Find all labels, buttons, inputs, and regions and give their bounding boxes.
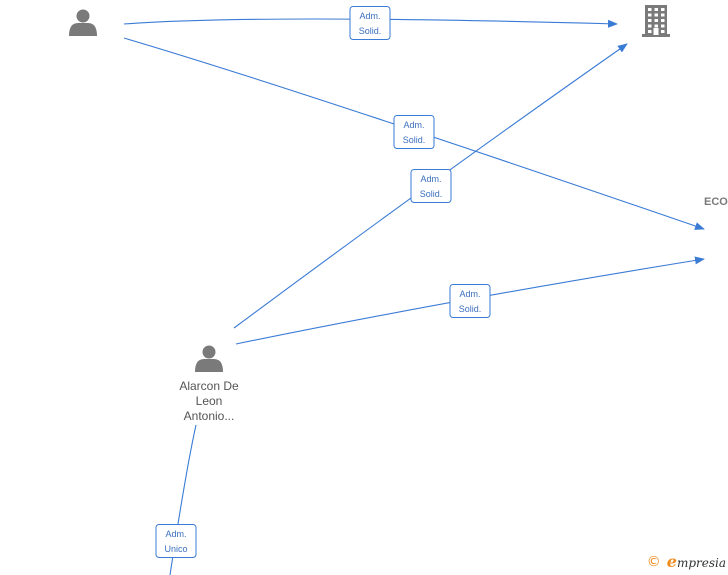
edge-person-top-left-to-company-right	[123, 37, 705, 230]
edge-label-line: Adm.	[359, 11, 380, 21]
node-company-right[interactable]: ECO	[704, 196, 728, 208]
brand-watermark: © empresia	[647, 552, 726, 571]
person-icon	[195, 345, 223, 372]
node-label-line: Antonio...	[184, 409, 235, 423]
node-company-top-right[interactable]	[642, 5, 670, 37]
nodes-layer: ECO Alarcon DeLeonAntonio...	[69, 5, 728, 423]
copyright-symbol: ©	[646, 553, 661, 570]
edge-label-line: Solid.	[420, 189, 443, 199]
edge-label-box	[449, 284, 491, 318]
building-icon	[642, 5, 670, 37]
edge-label-line: Solid.	[459, 304, 482, 314]
node-person-alarcon[interactable]: Alarcon DeLeonAntonio...	[179, 345, 239, 424]
node-person-top-left[interactable]	[69, 9, 97, 37]
person-icon	[69, 9, 97, 36]
brand-logo-initial: e	[666, 552, 677, 571]
edge-labels-layer: Adm. Solid. Adm. Solid. Adm. Solid. Adm. Solid.…	[155, 6, 491, 558]
edge-label-line: Adm.	[420, 174, 441, 184]
edge-label[interactable]: Adm. Solid.	[393, 115, 435, 149]
edges-layer	[123, 18, 705, 575]
edge-label-box	[155, 524, 197, 558]
edge-label[interactable]: Adm. Unico	[155, 524, 197, 558]
brand-logo-rest: mpresia	[676, 556, 726, 570]
edge-label[interactable]: Adm. Solid.	[449, 284, 491, 318]
node-label-line: Alarcon De	[179, 379, 239, 393]
company-label: ECO	[704, 196, 728, 208]
edge-label[interactable]: Adm. Solid.	[349, 6, 391, 40]
edge-label-line: Adm.	[403, 120, 424, 130]
edge-label-box	[393, 115, 435, 149]
node-label-line: Leon	[196, 394, 223, 408]
edge-label-line: Unico	[164, 544, 187, 554]
edge-label[interactable]: Adm. Solid.	[410, 169, 452, 203]
brand-logo: empresia	[667, 552, 726, 571]
edge-label-box	[349, 6, 391, 40]
edge-person-top-left-to-company-top-right	[123, 18, 618, 28]
edge-label-box	[410, 169, 452, 203]
edge-label-line: Solid.	[403, 135, 426, 145]
edge-label-line: Adm.	[165, 529, 186, 539]
edge-label-line: Adm.	[459, 289, 480, 299]
edge-label-line: Solid.	[359, 26, 382, 36]
